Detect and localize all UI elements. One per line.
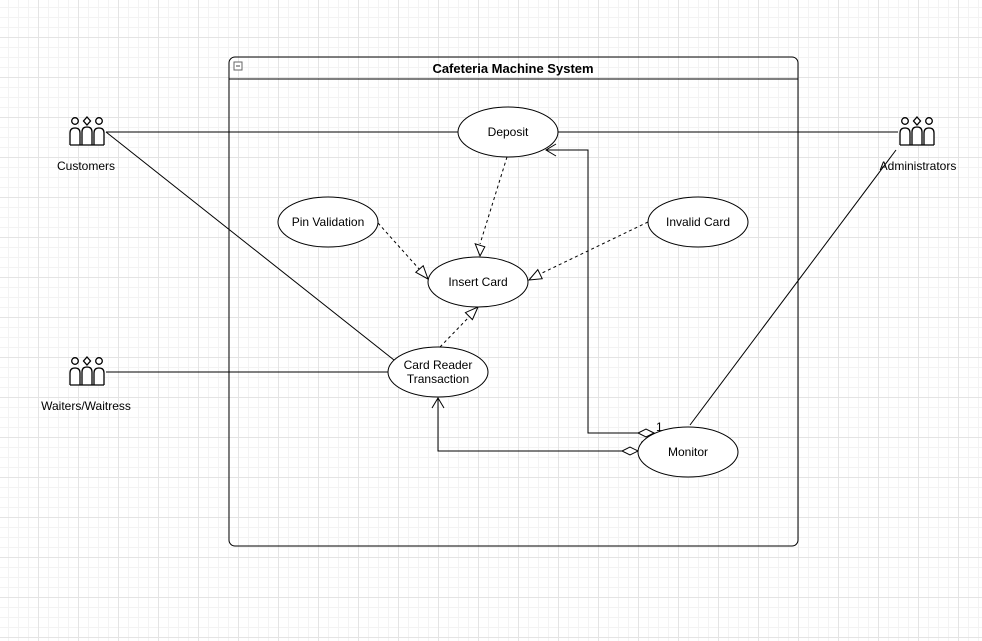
aggregations — [431, 143, 656, 456]
aggregation-diamond — [636, 428, 656, 438]
use-case-insert-card[interactable]: Insert Card — [427, 256, 529, 308]
generalization-card-reader-insert-card[interactable] — [439, 316, 470, 348]
generalization-invalid-card-insert-card[interactable] — [539, 221, 649, 275]
arrow-open-head — [545, 143, 557, 157]
generalization-arrowhead — [474, 243, 486, 258]
actor-customers[interactable]: Customers — [57, 116, 115, 173]
generalization-arrowhead — [414, 264, 429, 281]
use-case-deposit[interactable]: Deposit — [457, 106, 559, 158]
use-case-pin-validation[interactable]: Pin Validation — [277, 196, 379, 248]
use-case-card-reader-transaction[interactable]: Card Reader Transaction — [387, 346, 489, 398]
people-icon — [899, 116, 935, 146]
system-boundary: Cafeteria Machine System — [228, 56, 799, 547]
generalization-deposit-insert-card[interactable] — [479, 156, 508, 245]
multiplicity-label: 1 — [656, 420, 663, 434]
use-case-invalid-card[interactable]: Invalid Card — [647, 196, 749, 248]
generalization-pin-insert-card[interactable] — [377, 222, 421, 271]
use-case-label: Deposit — [488, 125, 529, 139]
arrow-open-head — [431, 397, 445, 409]
use-case-label: Card Reader — [404, 358, 473, 372]
use-case-label: Transaction — [407, 372, 469, 386]
aggregation-monitor-deposit[interactable] — [546, 149, 638, 434]
aggregation-diamond — [620, 446, 640, 456]
actor-waiters-waitress[interactable]: Waiters/Waitress — [41, 356, 131, 413]
actor-label: Administrators — [880, 159, 957, 173]
actor-label: Waiters/Waitress — [41, 399, 131, 413]
use-case-label: Insert Card — [448, 275, 507, 289]
generalization-arrowhead — [464, 306, 479, 321]
system-title: Cafeteria Machine System — [432, 61, 593, 76]
association-customers-card-reader[interactable] — [105, 131, 395, 361]
generalizations — [377, 156, 649, 348]
actor-administrators[interactable]: Administrators — [880, 116, 957, 173]
associations — [105, 131, 898, 426]
association-administrators-monitor[interactable] — [689, 149, 897, 426]
use-case-monitor[interactable]: Monitor — [637, 426, 739, 478]
people-icon — [69, 116, 105, 146]
use-case-label: Monitor — [668, 445, 708, 459]
aggregation-monitor-card-reader[interactable] — [437, 398, 622, 452]
actor-label: Customers — [57, 159, 115, 173]
collapse-icon[interactable] — [233, 61, 243, 71]
generalization-arrowhead — [527, 268, 543, 281]
use-case-label: Pin Validation — [292, 215, 365, 229]
use-case-label: Invalid Card — [666, 215, 730, 229]
people-icon — [69, 356, 105, 386]
